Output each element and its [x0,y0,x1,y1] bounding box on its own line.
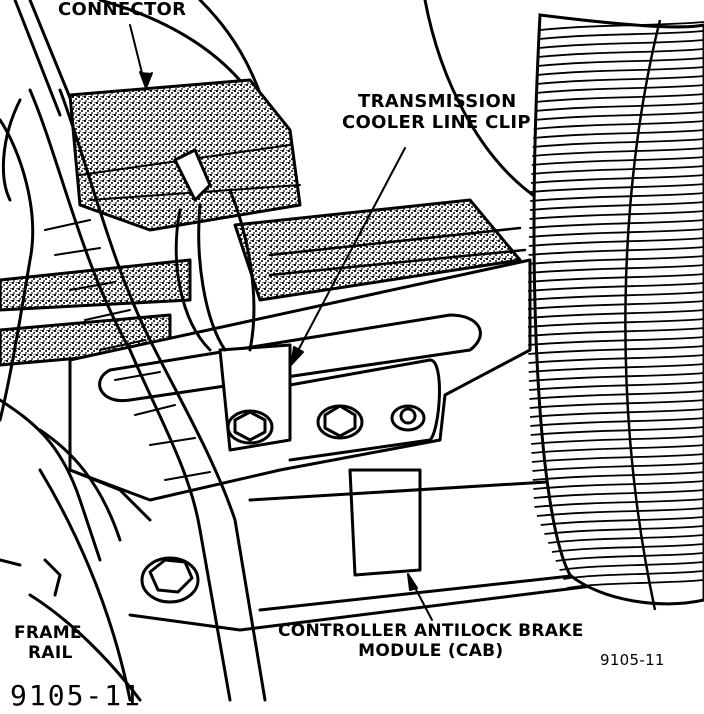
fuel-tank [527,13,704,611]
tank-rib [531,165,704,175]
controller-module-label-line-1: CONTROLLER ANTILOCK BRAKE [278,621,584,641]
tank-rib [544,525,704,535]
tank-rib [566,579,704,589]
tank-rib [533,129,704,139]
tank-rib [555,552,704,562]
tank-rib [536,507,704,517]
tank-rib [534,102,704,112]
connector-label: CONNECTOR [58,0,187,20]
transmission-cooler-line-clip-label: TRANSMISSION COOLER LINE CLIP [342,91,531,133]
frame-rail-label-line-1: FRAME [14,623,82,643]
tcl-label-line-2: COOLER LINE CLIP [342,111,531,133]
tank-rib [532,147,704,157]
tank-rib [532,462,704,472]
tank-rib [537,57,704,67]
tank-rib [539,30,704,40]
tank-rib [534,498,704,508]
tank-rib [529,210,704,220]
tank-rib [532,138,704,148]
tank-rib [532,471,704,481]
tank-rib [536,66,704,76]
bolt-3 [390,404,426,432]
tank-rib [533,120,704,130]
tank-rib [535,93,704,103]
tank-rib [529,408,704,418]
tank-rib [531,435,704,445]
tank-outline [423,0,542,202]
tank-rib [539,21,704,31]
clip-pointer [291,147,406,363]
tank-rib [531,444,704,454]
tank-rib [534,111,704,121]
tank-rib [530,417,704,427]
tank-rib [533,480,704,490]
tank-rib [530,192,704,202]
tank-rib [535,84,704,94]
tank-rib [531,453,704,463]
tank-rib [559,561,704,571]
tcl-label-line-1: TRANSMISSION [358,91,517,112]
tank-rib [548,534,704,544]
bolt-1 [226,409,274,445]
tank-rib [536,75,704,85]
tank-rib [530,174,704,184]
upper-bracket [13,0,77,117]
tank-rib [530,183,704,193]
tank-rib [538,39,704,49]
tank-rib [551,543,704,553]
frame-rail-label: FRAME RAIL [14,623,82,663]
tank-rib [540,516,704,526]
tank-rib [533,489,704,499]
bolt-2 [316,404,364,440]
tank-rib [538,48,704,58]
figure-code: 9105-11 [600,651,665,669]
wiring-harness [28,88,267,702]
tank-rib [529,201,704,211]
frame-rail [0,468,142,702]
tank-rib [528,228,704,238]
tank-rib [530,426,704,436]
bolt-4 [140,556,200,604]
controller-module-label-line-2: MODULE (CAB) [358,640,504,661]
tank-rib [529,219,704,229]
controller-module-label: CONTROLLER ANTILOCK BRAKE MODULE (CAB) [278,621,584,661]
frame-rail-label-line-2: RAIL [28,642,73,663]
tank-rib [563,570,704,580]
tank-rib [531,156,704,166]
figure-caption: 9105-11 [10,679,143,712]
